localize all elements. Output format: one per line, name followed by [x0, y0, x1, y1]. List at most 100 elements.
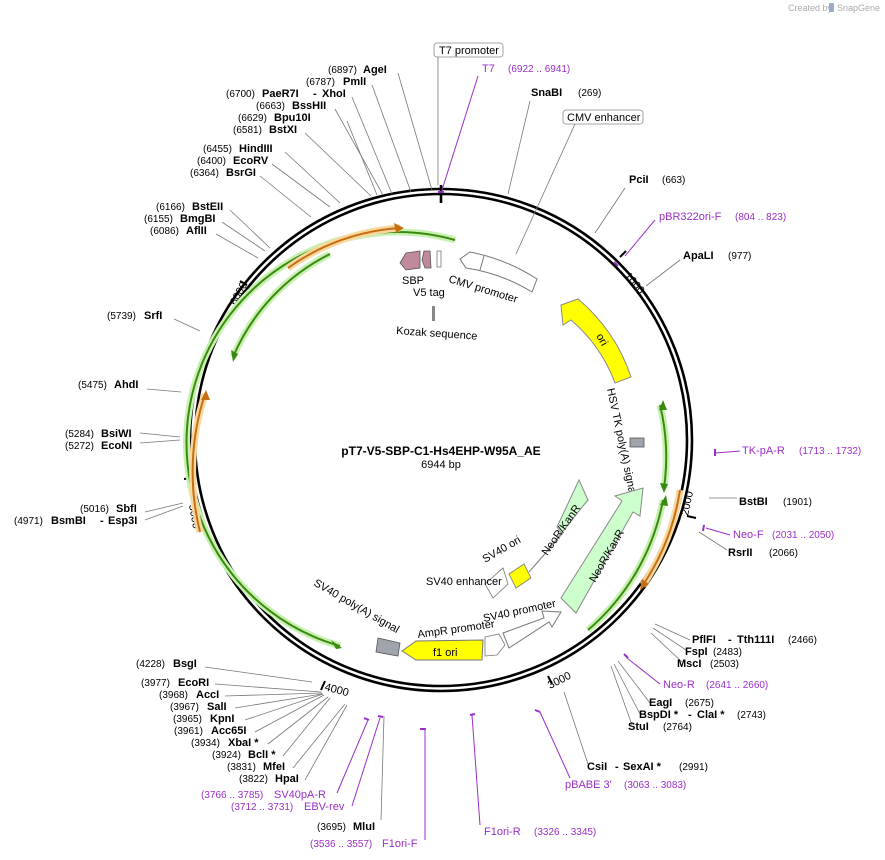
svg-text:BsgI: BsgI	[173, 658, 197, 670]
svg-text:(6922 .. 6941): (6922 .. 6941)	[508, 64, 570, 75]
kozak-sequence-block	[432, 306, 435, 321]
svg-text:Tth111I: Tth111I	[737, 634, 774, 646]
boxed-label-cmv-enhancer: CMV enhancer	[562, 109, 644, 125]
credit-created-by: Created by	[788, 3, 833, 13]
site-label-bstbi: BstBI (1901)	[739, 496, 812, 508]
plasmid-name: pT7-V5-SBP-C1-Hs4EHP-W95A_AE	[341, 444, 540, 458]
svg-text:(3934): (3934)	[191, 738, 220, 749]
svg-text:(2991): (2991)	[679, 762, 708, 773]
primer-leaders	[336, 75, 741, 840]
svg-text:(2466): (2466)	[788, 635, 817, 646]
svg-text:SbfI: SbfI	[116, 503, 137, 515]
svg-text:F1ori-F: F1ori-F	[382, 838, 418, 850]
primer-marks	[363, 191, 716, 730]
svg-text:ClaI *: ClaI *	[697, 709, 725, 721]
primer-label-neo-f: Neo-F (2031 .. 2050)	[733, 529, 834, 541]
site-label-bsrgi: (6364) BsrGI	[190, 167, 256, 179]
plasmid-length: 6944 bp	[421, 459, 461, 471]
site-label-stui: StuI (2764)	[628, 721, 692, 733]
svg-text:AhdI: AhdI	[114, 379, 138, 391]
svg-text:(6629): (6629)	[238, 113, 267, 124]
svg-text:(6155): (6155)	[144, 214, 173, 225]
site-label-pmli: (6787) PmlI	[306, 76, 366, 88]
svg-text:(2031 .. 2050): (2031 .. 2050)	[772, 530, 834, 541]
svg-text:(804 .. 823): (804 .. 823)	[735, 212, 786, 223]
svg-text:PmlI: PmlI	[343, 76, 366, 88]
svg-text:(6166): (6166)	[156, 202, 185, 213]
svg-text:(3977): (3977)	[141, 678, 170, 689]
svg-text:(269): (269)	[578, 88, 601, 99]
svg-text:F1ori-R: F1ori-R	[484, 826, 521, 838]
site-label-kpni: (3965) KpnI	[173, 713, 234, 725]
svg-text:BstEII: BstEII	[192, 201, 223, 213]
svg-text:Neo-F: Neo-F	[733, 529, 764, 541]
site-leaders	[139, 72, 737, 821]
svg-text:(3961): (3961)	[174, 726, 203, 737]
svg-text:pBABE 3': pBABE 3'	[565, 779, 612, 791]
svg-text:(4228): (4228)	[136, 659, 165, 670]
feature-ori: ori	[593, 332, 610, 349]
sv40-enhancer-block	[508, 563, 532, 589]
svg-text:(3965): (3965)	[173, 714, 202, 725]
svg-text:AgeI: AgeI	[363, 64, 387, 76]
svg-text:EBV-rev: EBV-rev	[304, 801, 345, 813]
v5-tag-arrow	[421, 250, 432, 269]
site-label-bcli: (3924) BclI *	[212, 749, 276, 761]
svg-text:(2066): (2066)	[769, 548, 798, 559]
svg-text:SnaBI: SnaBI	[531, 87, 562, 99]
site-label-eagi: EagI (2675)	[649, 697, 714, 709]
svg-text:(3766 .. 3785): (3766 .. 3785)	[201, 790, 263, 801]
svg-text:HpaI: HpaI	[275, 773, 299, 785]
site-label-ahdi: (5475) AhdI	[78, 379, 138, 391]
svg-text:SrfI: SrfI	[144, 310, 162, 322]
site-label-bsmbi-esp3i: (4971) BsmBI - Esp3I	[14, 515, 137, 527]
svg-text:BsrGI: BsrGI	[226, 167, 256, 179]
svg-text:(3326 .. 3345): (3326 .. 3345)	[534, 827, 596, 838]
svg-text:(663): (663)	[662, 175, 685, 186]
primer-label-t7: T7 (6922 .. 6941)	[482, 63, 570, 75]
orf-arc-right-upper	[656, 400, 670, 493]
svg-text:BclI *: BclI *	[248, 749, 276, 761]
site-label-bpu10i: (6629) Bpu10I	[238, 112, 311, 124]
site-label-hpai: (3822) HpaI	[239, 773, 299, 785]
site-label-agei: (6897) AgeI	[328, 64, 387, 76]
primer-label-pbabe-3: pBABE 3' (3063 .. 3083)	[565, 779, 686, 791]
svg-text:ApaLI: ApaLI	[683, 250, 714, 262]
ori-arrow	[560, 298, 632, 384]
svg-text:AflII: AflII	[186, 225, 207, 237]
hsv-tk-polya-block	[629, 437, 645, 448]
svg-text:T7 promoter: T7 promoter	[439, 45, 499, 57]
neor-kanr-inner-arrow	[528, 478, 589, 573]
feature-sv40-enhancer: SV40 enhancer	[426, 576, 502, 588]
svg-text:(6400): (6400)	[197, 156, 226, 167]
svg-text:SV40pA-R: SV40pA-R	[274, 789, 326, 801]
site-label-xbai: (3934) XbaI *	[191, 737, 259, 749]
site-label-sbfi: (5016) SbfI	[80, 503, 137, 515]
site-label-fspi: FspI (2483)	[685, 646, 742, 658]
primer-label-pbr322ori-f: pBR322ori-F (804 .. 823)	[659, 211, 786, 223]
svg-text:PciI: PciI	[629, 174, 649, 186]
svg-text:T7: T7	[482, 63, 495, 75]
site-label-pcii: PciI (663)	[629, 174, 685, 186]
svg-text:(6897): (6897)	[328, 65, 357, 76]
svg-text:-: -	[728, 634, 732, 646]
svg-text:(3536 .. 3557): (3536 .. 3557)	[310, 839, 372, 850]
primer-label-ebv-rev: (3712 .. 3731) EBV-rev	[231, 801, 345, 813]
svg-text:-: -	[100, 515, 104, 527]
svg-text:EcoRI: EcoRI	[178, 677, 209, 689]
orf-arc-orange-top	[285, 223, 404, 271]
svg-text:HindIII: HindIII	[239, 143, 273, 155]
svg-text:Bpu10I: Bpu10I	[274, 112, 311, 124]
primer-label-neo-r: Neo-R (2641 .. 2660)	[663, 679, 768, 691]
svg-text:(6663): (6663)	[256, 101, 285, 112]
svg-text:(6787): (6787)	[306, 77, 335, 88]
svg-text:MluI: MluI	[353, 821, 375, 833]
svg-text:(2675): (2675)	[685, 698, 714, 709]
svg-text:FspI: FspI	[685, 646, 708, 658]
primer-label-f1ori-f: (3536 .. 3557) F1ori-F	[310, 838, 418, 850]
tick-label-2000: 2000	[679, 490, 696, 516]
feature-kozak-sequence: Kozak sequence	[396, 325, 478, 343]
svg-text:(6581): (6581)	[233, 125, 262, 136]
svg-text:BsmBI: BsmBI	[51, 515, 86, 527]
